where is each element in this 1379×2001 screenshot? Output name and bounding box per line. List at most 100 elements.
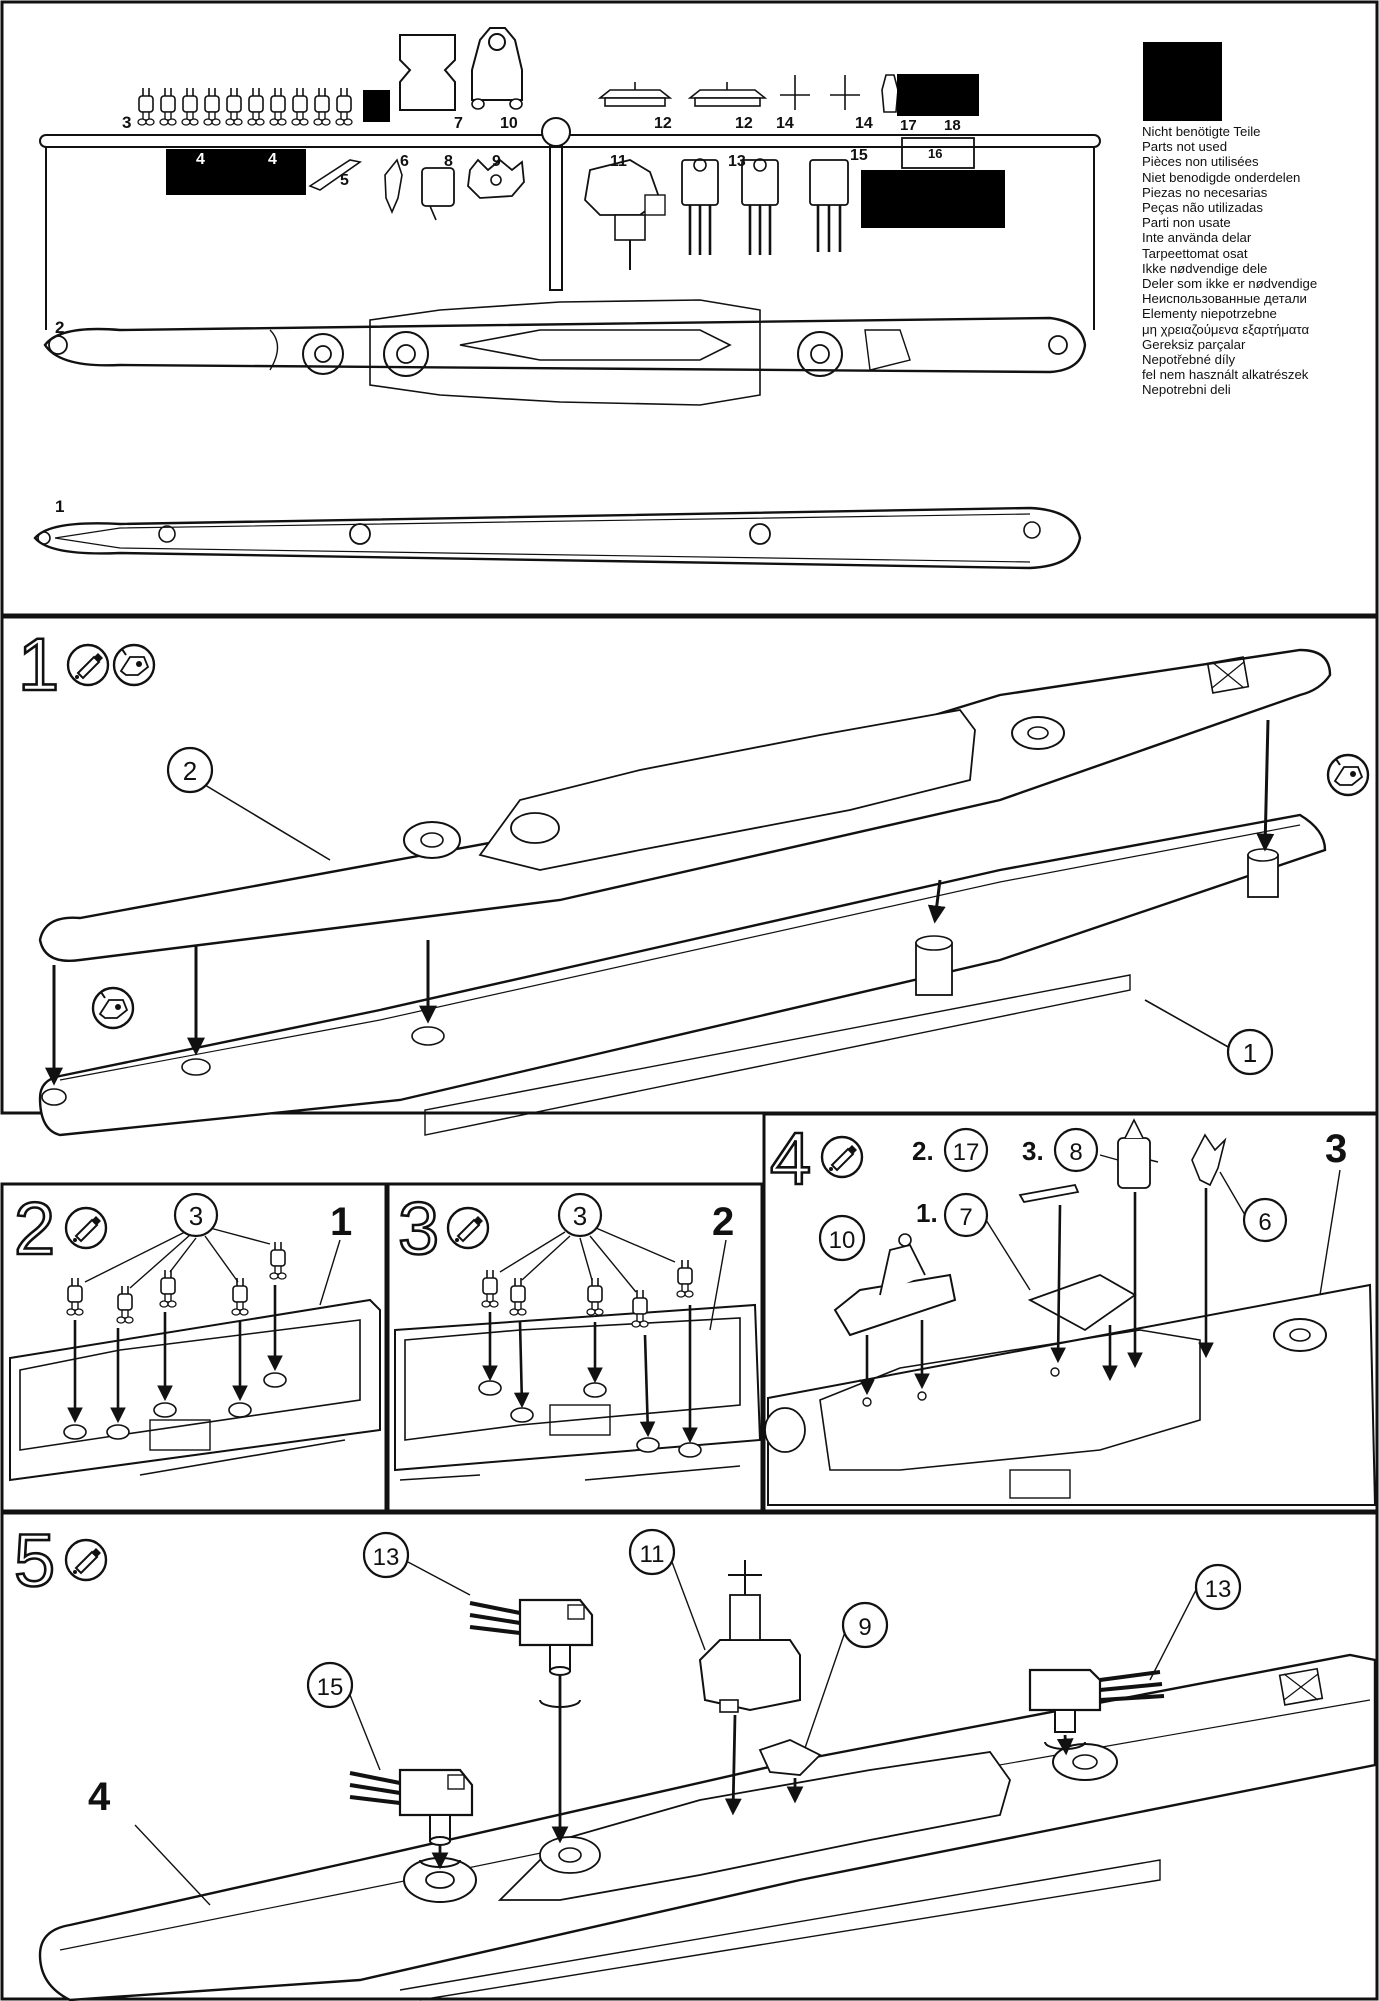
legend-line: Ikke nødvendige dele [1142, 260, 1268, 276]
callout-part-6: 6 [1258, 1209, 1271, 1236]
blacked-out-part [861, 170, 1005, 228]
callout-circle [943, 1192, 989, 1238]
callout-circle [818, 1214, 866, 1262]
glue-tube-icon [820, 1135, 864, 1179]
callout-part-3: 3 [573, 1201, 587, 1231]
sprue-label-7: 7 [454, 115, 463, 132]
legend-line: Peças não utilizadas [1142, 200, 1263, 216]
glue-tube-icon [66, 643, 110, 687]
callout-circle [166, 746, 214, 794]
callout-part-9: 9 [858, 1614, 871, 1641]
legend-line: Неиспользованные детали [1142, 291, 1307, 307]
sprue-label-16: 16 [928, 146, 942, 161]
sprue-label-5: 5 [340, 172, 349, 189]
sprue-label-12a: 12 [654, 115, 672, 132]
step-3-panel-frame [386, 1182, 764, 1513]
sprue-label-2: 2 [55, 318, 64, 337]
not-used-key-swatch [1143, 42, 1222, 121]
legend-line: Deler som ikke er nødvendige [1142, 276, 1318, 292]
step-1-number: 1 [18, 623, 59, 706]
order-label-1: 1. [916, 1198, 938, 1228]
step-5-arrows [431, 1675, 1074, 1870]
parts-12-14-top [597, 74, 899, 113]
legend-line: Tarpeettomat osat [1142, 245, 1248, 261]
legend-line: Parti non usate [1142, 215, 1231, 231]
part-8-piece [1117, 1118, 1159, 1189]
callout-part-10: 10 [829, 1227, 856, 1254]
step-2-hull [9, 1298, 381, 1482]
part-11-bridge-tower [698, 1560, 801, 1713]
step-4-number: 4 [770, 1117, 811, 1200]
legend-line: Elementy niepotrzebne [1142, 306, 1277, 322]
part-6-piece [1191, 1133, 1227, 1187]
big-label-4: 4 [88, 1775, 111, 1819]
legend-line: fel nem használt alkatrészek [1142, 367, 1309, 383]
step-2-leaders [84, 1227, 341, 1306]
cement-point-icon [91, 986, 135, 1030]
callout-circle [1053, 1127, 1099, 1173]
step-4-panel-frame [762, 1112, 1379, 1513]
step-5-number: 5 [14, 1519, 55, 1602]
part-5-shape [308, 159, 362, 191]
part-3-tertiary-turrets [137, 87, 353, 126]
blacked-out-part [897, 74, 979, 116]
part-10-sprue-shape [471, 27, 523, 101]
part-8-shape [421, 167, 455, 221]
sprue-label-3: 3 [122, 113, 131, 132]
callout-circle [1194, 1563, 1242, 1611]
part-10-superstructure [833, 1233, 957, 1337]
callout-circle [306, 1661, 354, 1709]
part-16-frame [901, 137, 975, 169]
callout-part-1: 1 [1243, 1038, 1257, 1068]
part-17-piece [1018, 1183, 1080, 1204]
big-label-3: 3 [1325, 1127, 1347, 1171]
step-1-arrows [45, 719, 1275, 1086]
sprue-label-4a: 4 [196, 151, 205, 168]
callout-part-8: 8 [1069, 1139, 1082, 1166]
sprue-label-14a: 14 [776, 115, 794, 132]
step-4-leaders [985, 1154, 1341, 1296]
sprue-label-8: 8 [444, 153, 453, 170]
sprue-label-14b: 14 [855, 115, 873, 132]
big-label-2: 2 [712, 1200, 734, 1244]
sprue-label-18: 18 [944, 117, 961, 134]
cement-point-icon [112, 643, 156, 687]
part-13-main-turrets [681, 158, 779, 255]
step-2-number: 2 [14, 1187, 55, 1270]
legend-line: Nicht benötigte Teile [1142, 124, 1261, 139]
callout-part-13-fwd: 13 [1205, 1576, 1232, 1603]
callout-part-17: 17 [953, 1139, 980, 1166]
part-7-deck-piece [1027, 1274, 1137, 1332]
callout-circle [1226, 1028, 1274, 1076]
callout-circle [362, 1531, 410, 1579]
part-7-deck-plate [399, 34, 456, 111]
part-13-main-turret-aft [468, 1598, 594, 1677]
callout-part-11: 11 [640, 1541, 665, 1568]
callout-circle [841, 1601, 889, 1649]
step-1-panel-frame [0, 615, 1379, 1115]
rotation-arrows [419, 1699, 1086, 1868]
step-1-leaders [204, 784, 1231, 1049]
callout-circle [628, 1528, 676, 1576]
legend-line: Niet benodigde onderdelen [1142, 169, 1301, 185]
step-2-panel-frame [0, 1182, 388, 1513]
sprue-label-17: 17 [900, 117, 917, 134]
callout-circle [557, 1192, 603, 1238]
step-3-arrows [482, 1305, 698, 1444]
sprue-label-9: 9 [492, 153, 501, 170]
sprue-label-12b: 12 [735, 115, 753, 132]
legend-line: Parts not used [1142, 139, 1228, 155]
legend-line: Nepotrebni deli [1142, 382, 1231, 398]
step-4-hull [764, 1283, 1377, 1506]
callout-part-15: 15 [317, 1674, 344, 1701]
legend-line: Pièces non utilisées [1142, 154, 1259, 170]
step-3-number: 3 [398, 1187, 439, 1270]
step-3-hull [394, 1303, 762, 1481]
blacked-out-part [363, 90, 390, 122]
callout-part-2: 2 [183, 756, 197, 786]
sprue-label-6: 6 [400, 153, 409, 170]
sprue-label-13: 13 [728, 153, 746, 170]
step-5-panel-frame [0, 1511, 1379, 2001]
